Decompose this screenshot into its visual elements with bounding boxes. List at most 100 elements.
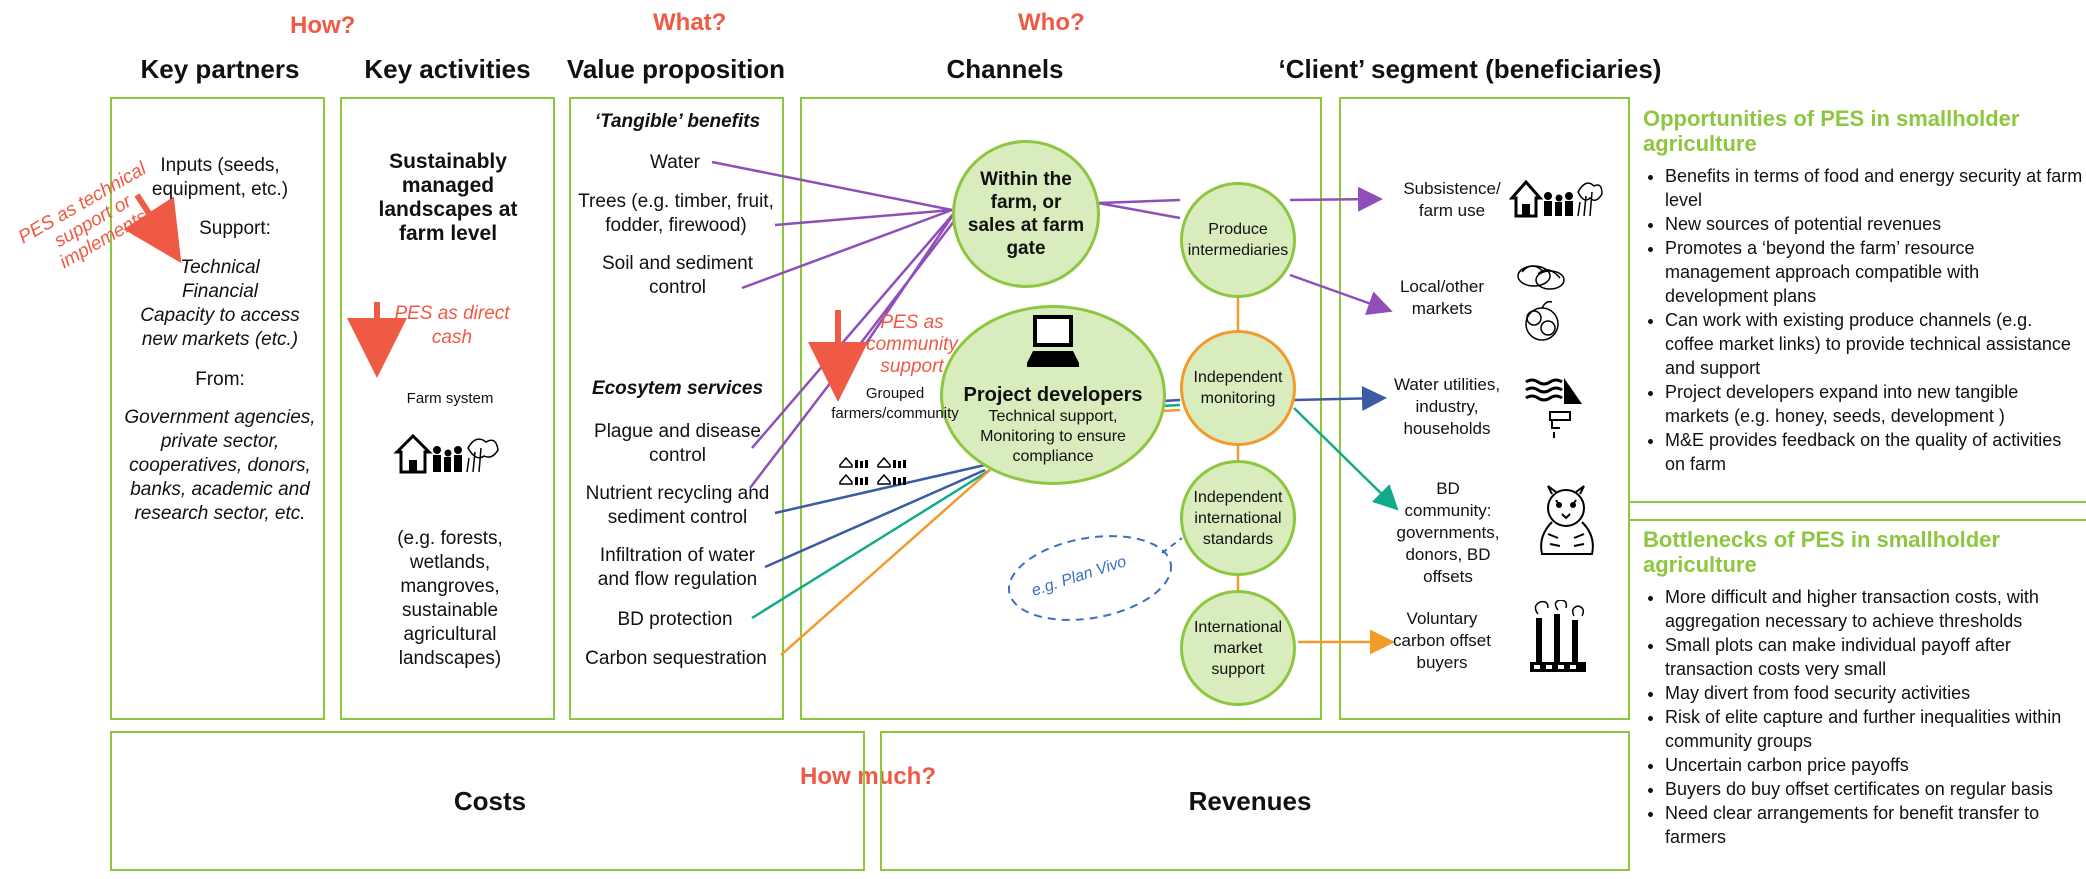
list-item: May divert from food security activities	[1665, 681, 2083, 705]
line-trees	[774, 208, 953, 227]
list-item: Uncertain carbon price payoffs	[1665, 753, 2083, 777]
arrow-local	[1289, 273, 1393, 316]
list-item: Can work with existing produce channels …	[1665, 308, 2083, 380]
plan-vivo-ellipse	[1007, 535, 1173, 621]
segment-carbon: Voluntary carbon offset buyers	[1393, 609, 1491, 672]
eco-nutrient: Nutrient recycling and sediment control	[585, 483, 770, 528]
list-item: New sources of potential revenues	[1665, 212, 2083, 236]
produce-circle: Produce intermediaries	[1180, 182, 1296, 298]
question-who: Who?	[1018, 9, 1085, 36]
monitoring-label: Independent monitoring	[1193, 369, 1283, 407]
pes-cash-label: PES as direct cash	[394, 303, 510, 348]
client-segment-box	[1339, 97, 1630, 720]
tangible-water: Water	[650, 152, 700, 173]
tangible-title: ‘Tangible’ benefits	[594, 111, 761, 132]
line-carbon-pd	[780, 469, 991, 656]
list-item: M&E provides feedback on the quality of …	[1665, 428, 2083, 476]
standards-label: Independent international standards	[1193, 488, 1283, 548]
standards-circle: Independent international standards	[1180, 460, 1296, 576]
project-dev-title: Project developers	[963, 384, 1143, 406]
eco-carbon: Carbon sequestration	[585, 648, 767, 669]
header-value-proposition: Value proposition	[566, 54, 786, 84]
key-activities-box	[340, 97, 555, 720]
bottlenecks-box	[1630, 519, 2086, 879]
water-tap-icon	[1524, 376, 1584, 444]
partners-from-label: From:	[195, 369, 245, 390]
line-farm-subsistence	[1097, 198, 1181, 205]
segment-water: Water utilities, industry, households	[1393, 375, 1501, 438]
key-partners-box	[110, 97, 325, 720]
monitoring-circle: Independent monitoring	[1180, 330, 1296, 446]
eco-title: Ecosytem services	[591, 378, 764, 399]
opportunities-list: Benefits in terms of food and energy sec…	[1643, 164, 2083, 476]
line-farm-produce	[1097, 201, 1181, 220]
list-item: Risk of elite capture and further inequa…	[1665, 705, 2083, 753]
opportunities-panel: Opportunities of PES in smallholder agri…	[1643, 106, 2083, 476]
partners-support-markets: Capacity to access new markets (etc.)	[140, 305, 300, 350]
value-proposition-box	[569, 97, 784, 720]
list-item: Project developers expand into new tangi…	[1665, 380, 2083, 428]
within-farm-circle: Within the farm, or sales at farm gate	[952, 140, 1100, 288]
produce-label: Produce intermediaries	[1187, 221, 1289, 259]
line-water	[711, 160, 953, 212]
partners-support-financial: Financial	[181, 281, 259, 302]
line-bd-pd	[751, 468, 991, 620]
opportunities-box	[1630, 97, 2086, 503]
house-family-icon	[393, 428, 503, 476]
bottlenecks-panel: Bottlenecks of PES in smallholder agricu…	[1643, 527, 2083, 849]
header-channels: Channels	[946, 54, 1064, 84]
red-arrow-technical	[123, 193, 182, 264]
list-item: Promotes a ‘beyond the farm’ resource ma…	[1665, 236, 2083, 308]
bottlenecks-list: More difficult and higher transaction co…	[1643, 585, 2083, 849]
question-how-much: How much?	[800, 763, 936, 790]
laptop-icon	[1025, 313, 1081, 371]
project-dev-sub: Technical support, Monitoring to ensure …	[980, 408, 1126, 465]
market-support-circle: International market support	[1180, 590, 1296, 706]
list-item: Need clear arrangements for benefit tran…	[1665, 801, 2083, 849]
segment-subsistence: Subsistence/ farm use	[1403, 179, 1501, 220]
arrow-water	[1293, 385, 1387, 411]
market-support-label: International market support	[1193, 618, 1283, 678]
question-how: How?	[290, 12, 356, 39]
tangible-trees: Trees (e.g. timber, fruit, fodder, firew…	[578, 191, 774, 236]
header-key-partners: Key partners	[140, 54, 300, 84]
header-key-activities: Key activities	[364, 54, 531, 84]
question-what: What?	[653, 9, 727, 36]
eco-plague: Plague and disease control	[594, 421, 761, 466]
pes-community-label: PES as community support	[866, 312, 958, 377]
list-item: Small plots can make individual payoff a…	[1665, 633, 2083, 681]
segment-local: Local/other markets	[1399, 277, 1485, 318]
header-revenues: Revenues	[1188, 786, 1312, 816]
grouped-label: Grouped farmers/community	[831, 385, 959, 422]
partners-inputs: Inputs (seeds, equipment, etc.)	[151, 155, 289, 200]
channels-box	[800, 97, 1322, 720]
activities-examples: (e.g. forests, wetlands, mangroves, sust…	[397, 528, 503, 669]
list-item: More difficult and higher transaction co…	[1665, 585, 2083, 633]
connector-lines	[123, 160, 1399, 656]
produce-icon	[1512, 258, 1572, 346]
line-nutrient-pd	[774, 463, 986, 515]
farm-system-label: Farm system	[406, 390, 494, 407]
header-client-segment: ‘Client’ segment (beneficiaries)	[1278, 54, 1662, 84]
line-infiltration-pd	[764, 468, 986, 569]
eco-bd: BD protection	[617, 609, 733, 630]
segment-bd: BD community: governments, donors, BD of…	[1396, 479, 1500, 586]
plan-vivo-link	[1161, 537, 1183, 554]
within-farm-label: Within the farm, or sales at farm gate	[967, 169, 1085, 259]
tangible-soil: Soil and sediment control	[601, 253, 754, 298]
list-item: Benefits in terms of food and energy sec…	[1665, 164, 2083, 212]
bottlenecks-title: Bottlenecks of PES in smallholder agricu…	[1643, 527, 2000, 577]
grouped-houses-icon	[838, 453, 914, 485]
arrow-bd	[1293, 407, 1399, 511]
partners-support-label: Support:	[199, 218, 271, 239]
arrow-subsistence	[1289, 186, 1383, 212]
header-costs: Costs	[453, 786, 527, 816]
line-soil	[741, 208, 953, 290]
factory-icon	[1526, 599, 1590, 674]
partners-from-text: Government agencies, private sector, coo…	[124, 407, 316, 524]
opportunities-title: Opportunities of PES in smallholder agri…	[1643, 106, 2020, 156]
partners-support-technical: Technical	[180, 257, 260, 278]
line-plague	[751, 211, 956, 449]
activities-main: Sustainably managed landscapes at farm l…	[378, 150, 518, 245]
list-item: Buyers do buy offset certificates on reg…	[1665, 777, 2083, 801]
